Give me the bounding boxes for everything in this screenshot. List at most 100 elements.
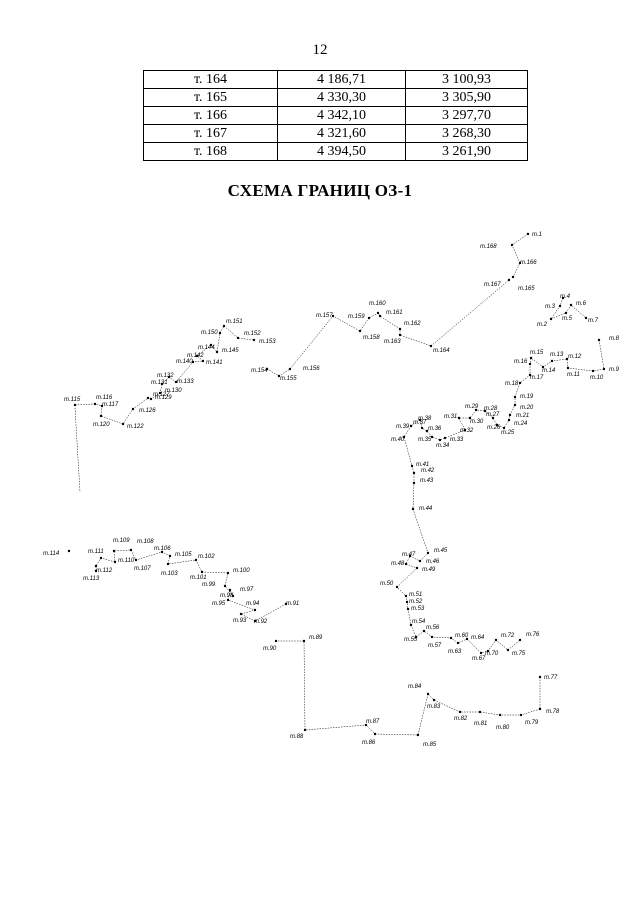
scheme-title: СХЕМА ГРАНИЦ ОЗ-1 (227, 181, 413, 200)
page-number: 12 (312, 42, 328, 58)
boundary-point (528, 362, 532, 366)
point-label: т.102 (198, 554, 215, 560)
boundary-segment (430, 279, 510, 347)
point-label: т.63 (448, 649, 462, 655)
boundary-point (129, 548, 133, 552)
boundary-point (131, 407, 135, 411)
point-label: т.159 (348, 314, 365, 320)
boundary-point (194, 558, 198, 562)
boundary-point (215, 350, 219, 354)
boundary-point (174, 380, 178, 384)
boundary-point (479, 651, 483, 655)
point-label: т.20 (520, 405, 534, 411)
boundary-segment (427, 693, 541, 716)
boundary-point (550, 359, 554, 363)
point-label: т.18 (505, 381, 519, 387)
point-label: т.140 (176, 359, 193, 365)
boundary-point (566, 366, 570, 370)
boundary-point (422, 629, 426, 633)
point-label: т.155 (280, 376, 297, 382)
point-label: т.165 (518, 286, 535, 292)
boundary-lines (74, 233, 605, 736)
point-label: т.112 (96, 568, 113, 574)
boundary-point (558, 304, 562, 308)
boundary-point (146, 396, 150, 400)
point-label: т.162 (404, 321, 421, 327)
boundary-point (100, 404, 104, 408)
boundary-point (93, 402, 97, 406)
point-label: т.161 (386, 310, 403, 316)
point-label: т.46 (426, 559, 440, 565)
boundary-segment (396, 339, 605, 654)
table-cell: 4 186,71 (277, 70, 406, 89)
boundary-point (495, 423, 499, 427)
point-label: т.15 (530, 350, 544, 356)
point-label: т.51 (409, 592, 422, 598)
boundary-point (222, 324, 226, 328)
point-label: т.35 (418, 437, 432, 443)
point-label: т.83 (427, 704, 441, 710)
point-label: т.36 (428, 426, 442, 432)
boundary-point (468, 416, 472, 420)
boundary-point (538, 675, 542, 679)
boundary-point (561, 296, 565, 300)
boundary-point (412, 471, 416, 475)
boundary-point (528, 373, 532, 377)
point-label: т.11 (567, 372, 580, 378)
boundary-point (277, 374, 281, 378)
point-label: т.57 (428, 643, 442, 649)
boundary-point (168, 554, 172, 558)
boundary-point (420, 426, 424, 430)
boundary-point (378, 314, 382, 318)
point-label: т.91 (286, 601, 299, 607)
boundary-segment (276, 640, 429, 736)
point-label: т.30 (470, 419, 484, 425)
boundary-point (228, 588, 232, 592)
point-label: т.53 (411, 606, 425, 612)
point-label: т.106 (154, 546, 171, 552)
point-label: т.38 (418, 416, 432, 422)
boundary-point (402, 435, 406, 439)
point-label: т.21 (516, 413, 529, 419)
point-label: т.8 (609, 336, 620, 342)
point-label: т.131 (151, 380, 168, 386)
point-label: т.5 (562, 316, 573, 322)
point-label: т.105 (175, 552, 192, 558)
point-label: т.47 (402, 552, 416, 558)
point-label: т.34 (436, 443, 450, 449)
boundary-point (409, 424, 413, 428)
point-label: т.166 (520, 260, 537, 266)
boundary-point (449, 636, 453, 640)
boundary-point (195, 354, 199, 358)
boundary-point (364, 723, 368, 727)
boundary-point (458, 710, 462, 714)
boundary-point (526, 232, 530, 236)
boundary-point (398, 327, 402, 331)
point-label: т.95 (212, 601, 226, 607)
boundary-segment (74, 407, 81, 493)
point-label: т.152 (244, 331, 261, 337)
point-label: т.42 (421, 468, 435, 474)
boundary-point (149, 397, 153, 401)
boundary-point (416, 733, 420, 737)
table-cell: 3 261,90 (405, 142, 528, 161)
boundary-point (166, 562, 170, 566)
boundary-point (226, 571, 230, 575)
boundary-point (191, 360, 195, 364)
boundary-point (414, 635, 418, 639)
boundary-point (438, 438, 442, 442)
boundary-point (486, 649, 490, 653)
point-label: т.78 (546, 709, 560, 715)
point-label: т.110 (118, 558, 135, 564)
boundary-point (549, 317, 553, 321)
point-label: т.12 (568, 354, 582, 360)
boundary-point (253, 619, 257, 623)
boundary-point (200, 570, 204, 574)
point-label: т.60 (455, 633, 469, 639)
point-label: т.111 (88, 549, 104, 555)
boundary-point (302, 639, 306, 643)
point-label: т.3 (545, 304, 556, 310)
boundary-point (519, 713, 523, 717)
